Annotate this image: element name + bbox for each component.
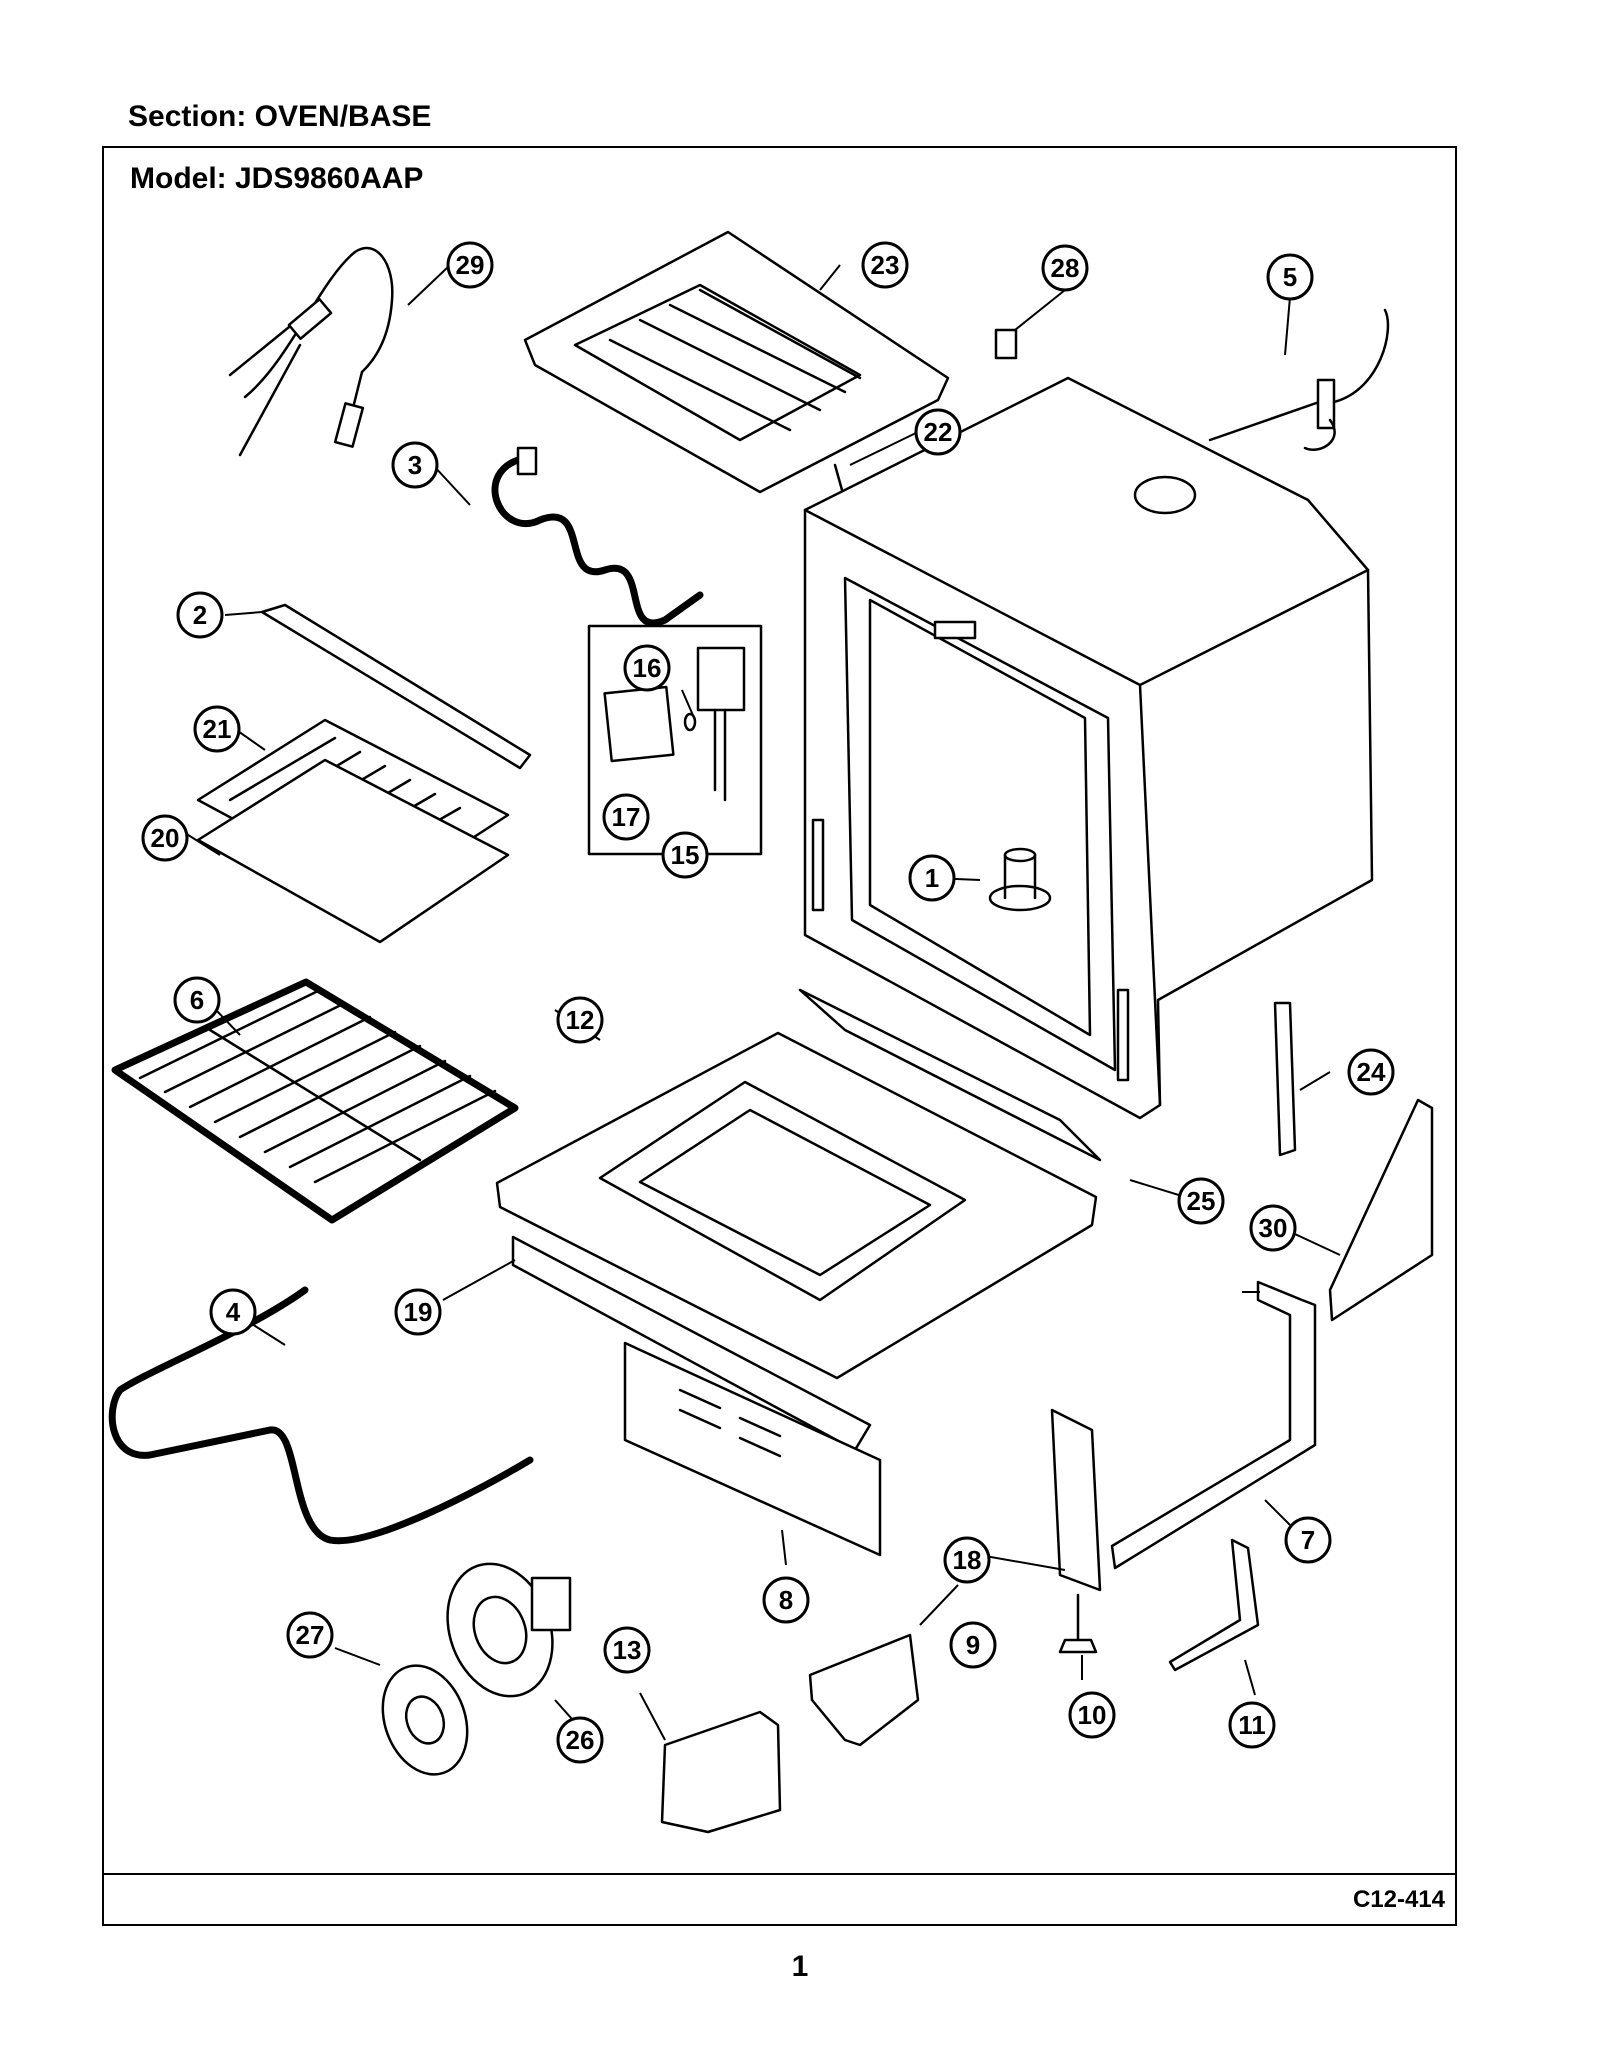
callout-11: 11	[1228, 1701, 1276, 1749]
svg-text:11: 11	[1238, 1710, 1266, 1740]
callout-15: 15	[661, 831, 709, 879]
svg-text:7: 7	[1301, 1525, 1315, 1555]
part-4-bake-element	[108, 1286, 534, 1545]
svg-text:20: 20	[151, 823, 180, 853]
callout-29: 29	[446, 241, 494, 289]
svg-text:16: 16	[633, 653, 662, 683]
part-11-anti-tip-bracket	[1168, 1538, 1260, 1672]
svg-text:3: 3	[408, 450, 422, 480]
callout-17: 17	[602, 793, 650, 841]
callout-2: 2	[176, 591, 224, 639]
svg-text:21: 21	[203, 714, 232, 744]
svg-text:13: 13	[613, 1635, 642, 1665]
part-13-motor	[660, 1710, 782, 1834]
part-20-broil-pan	[196, 758, 510, 944]
svg-text:5: 5	[1283, 262, 1297, 292]
callout-4: 4	[209, 1288, 257, 1336]
part-12-oven-bottom	[495, 1031, 1098, 1380]
part-6-oven-rack	[111, 978, 519, 1224]
oven-cavity	[803, 376, 1374, 1120]
svg-text:6: 6	[190, 985, 204, 1015]
part-26-fan-motor	[446, 1562, 572, 1698]
part-2-trim-bar	[260, 603, 532, 770]
part-3-broil-element	[491, 454, 704, 627]
svg-text:1: 1	[925, 863, 939, 893]
part-22-screw	[833, 463, 844, 492]
svg-text:15: 15	[671, 840, 700, 870]
part-8-vent-bracket	[623, 1341, 882, 1557]
part-10-leveling-leg	[1058, 1593, 1098, 1654]
part-23-broil-shield	[523, 230, 950, 494]
part-1-convection-fan	[988, 847, 1052, 912]
svg-text:10: 10	[1078, 1700, 1107, 1730]
svg-text:29: 29	[456, 250, 485, 280]
part-29-sensor-probe	[228, 246, 394, 457]
svg-text:18: 18	[953, 1545, 982, 1575]
svg-text:2: 2	[193, 600, 207, 630]
part-27-fan-cover	[381, 1664, 469, 1776]
footer-divider	[104, 1873, 1455, 1875]
svg-text:22: 22	[924, 417, 953, 447]
callout-20: 20	[141, 814, 189, 862]
section-title: Section: OVEN/BASE	[128, 100, 432, 133]
callout-18: 18	[943, 1536, 991, 1584]
part-3-bracket	[516, 446, 538, 476]
svg-text:23: 23	[871, 250, 900, 280]
callout-8: 8	[762, 1576, 810, 1624]
callout-21: 21	[193, 705, 241, 753]
callout-10: 10	[1068, 1691, 1116, 1739]
callout-19: 19	[394, 1288, 442, 1336]
svg-text:30: 30	[1259, 1213, 1288, 1243]
svg-text:27: 27	[296, 1620, 325, 1650]
callout-28: 28	[1041, 244, 1089, 292]
callout-22: 22	[914, 408, 962, 456]
callout-7: 7	[1284, 1516, 1332, 1564]
model-title: Model: JDS9860AAP	[130, 162, 424, 195]
part-25-trim	[798, 988, 1102, 1162]
callout-6: 6	[173, 976, 221, 1024]
svg-text:25: 25	[1187, 1186, 1216, 1216]
part-24-bracket	[1273, 1001, 1297, 1157]
svg-text:9: 9	[966, 1630, 980, 1660]
svg-text:28: 28	[1051, 253, 1080, 283]
callout-30: 30	[1249, 1204, 1297, 1252]
part-5-sensor	[1208, 308, 1390, 451]
svg-text:4: 4	[226, 1297, 241, 1327]
diagram-code: C12-414	[1352, 1886, 1445, 1913]
svg-text:19: 19	[404, 1297, 433, 1327]
callout-5: 5	[1266, 253, 1314, 301]
part-9-leg-bracket	[1050, 1408, 1102, 1592]
svg-text:12: 12	[566, 1005, 595, 1035]
svg-text:24: 24	[1357, 1057, 1386, 1087]
callout-24: 24	[1347, 1048, 1395, 1096]
callout-23: 23	[861, 241, 909, 289]
callout-27: 27	[286, 1611, 334, 1659]
svg-text:8: 8	[779, 1585, 793, 1615]
callout-1: 1	[908, 854, 956, 902]
svg-text:17: 17	[612, 802, 641, 832]
callout-26: 26	[556, 1716, 604, 1764]
callout-9: 9	[949, 1621, 997, 1669]
page-number: 1	[791, 1950, 809, 1983]
part-7-leveling-frame	[1110, 1280, 1317, 1570]
part-28-clip	[994, 328, 1018, 360]
part-30-side-panel	[1328, 1098, 1434, 1322]
part-18-drip-pan	[808, 1633, 920, 1747]
callout-3: 3	[391, 441, 439, 489]
callout-16: 16	[623, 644, 671, 692]
callout-25: 25	[1177, 1177, 1225, 1225]
callout-13: 13	[603, 1626, 651, 1674]
svg-text:26: 26	[566, 1725, 595, 1755]
diagram-frame: Model: JDS9860AAP C12-414	[102, 146, 1457, 1926]
callout-12: 12	[556, 996, 604, 1044]
